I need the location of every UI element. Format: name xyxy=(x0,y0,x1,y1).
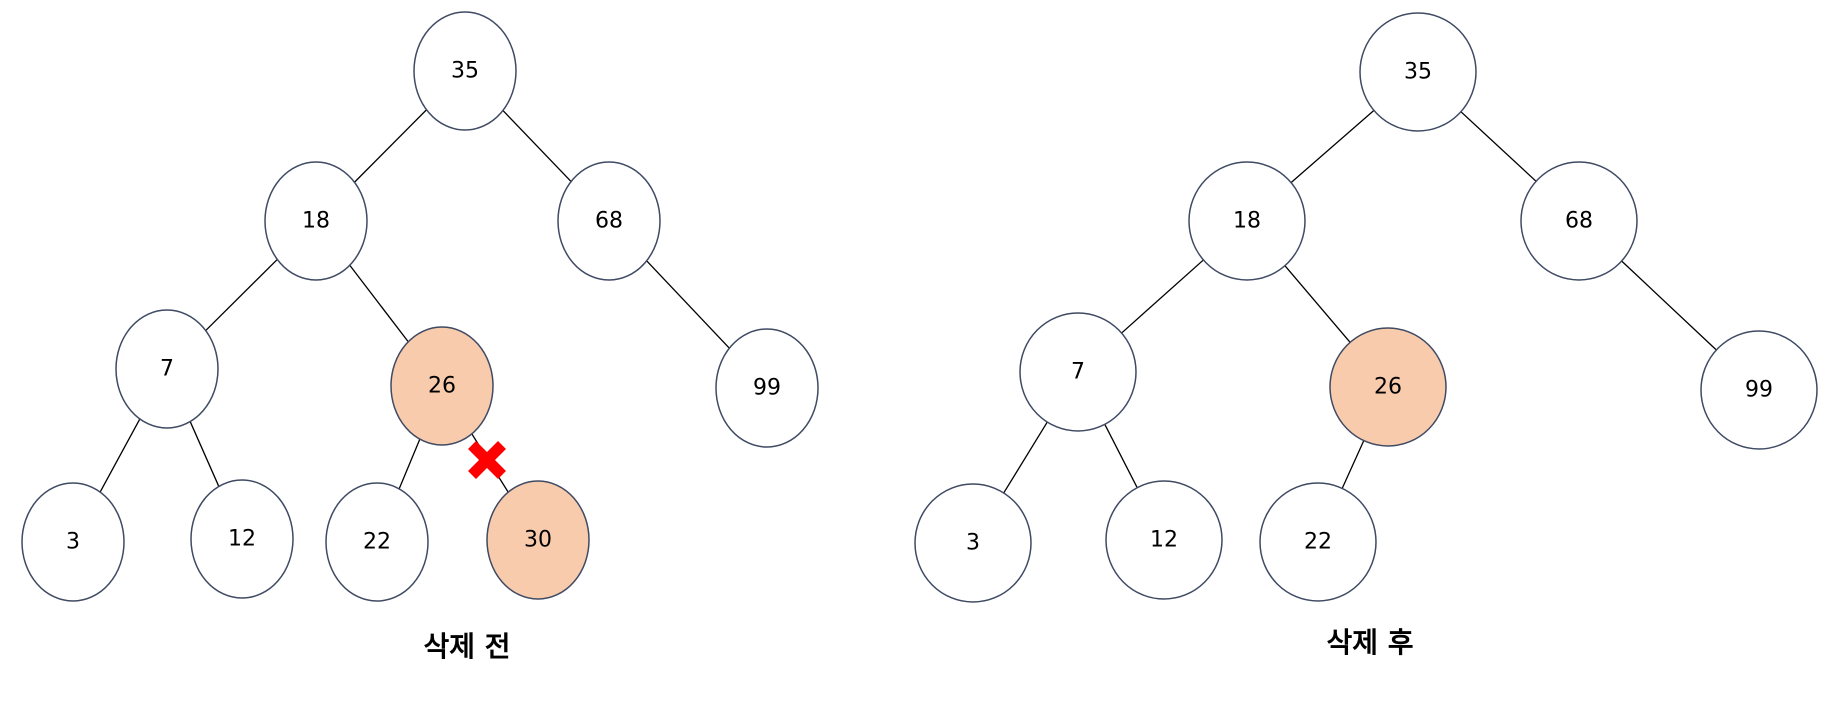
after-node-label: 18 xyxy=(1233,209,1261,234)
after-node-circle xyxy=(1188,161,1306,281)
before-node-3: 3 xyxy=(21,482,125,602)
before-edge-7-3 xyxy=(99,418,141,493)
before-nodes: 35 18 68 7 26 99 3 12 22 30 xyxy=(21,11,819,602)
before-node-68: 68 xyxy=(557,161,661,281)
after-edge-35-18 xyxy=(1290,109,1375,184)
before-node-circle xyxy=(325,482,429,602)
after-node-circle xyxy=(1329,327,1447,447)
before-node-label: 7 xyxy=(160,357,174,382)
after-node-circle xyxy=(1105,480,1223,600)
after-node-circle xyxy=(914,483,1032,603)
before-edge-68-99 xyxy=(646,260,730,349)
after-node-68: 68 xyxy=(1520,161,1638,281)
before-node-circle xyxy=(115,309,219,429)
before-node-label: 12 xyxy=(228,527,256,552)
before-node-22: 22 xyxy=(325,482,429,602)
before-node-label: 35 xyxy=(451,59,479,84)
after-caption: 삭제 후 xyxy=(1326,626,1413,659)
before-node-circle xyxy=(190,479,294,599)
x-mark-stroke xyxy=(468,441,506,479)
after-node-label: 26 xyxy=(1374,375,1402,400)
before-node-7: 7 xyxy=(115,309,219,429)
before-node-label: 22 xyxy=(363,530,391,555)
before-edge-35-68 xyxy=(502,110,572,182)
after-edges xyxy=(1003,109,1717,494)
after-node-label: 68 xyxy=(1565,209,1593,234)
before-node-30: 30 xyxy=(486,480,590,600)
before-node-26: 26 xyxy=(390,326,494,446)
before-edge-18-7 xyxy=(205,258,278,332)
after-node-label: 99 xyxy=(1745,378,1773,403)
before-edge-18-26 xyxy=(349,264,409,343)
after-edge-18-26 xyxy=(1284,265,1351,343)
after-node-26: 26 xyxy=(1329,327,1447,447)
before-node-label: 68 xyxy=(595,209,623,234)
before-node-label: 26 xyxy=(428,374,456,399)
after-node-18: 18 xyxy=(1188,161,1306,281)
after-node-label: 12 xyxy=(1150,528,1178,553)
before-edge-26-22 xyxy=(398,438,421,490)
after-node-circle xyxy=(1019,312,1137,432)
after-node-35: 35 xyxy=(1359,12,1477,132)
after-node-label: 22 xyxy=(1304,530,1332,555)
after-node-label: 3 xyxy=(966,531,980,556)
after-edge-7-3 xyxy=(1003,421,1048,494)
after-node-label: 35 xyxy=(1404,60,1432,85)
before-deletion-tree: 35 18 68 7 26 99 3 12 22 30 삭제 전 xyxy=(21,11,819,663)
before-node-circle xyxy=(715,328,819,448)
before-node-circle xyxy=(486,480,590,600)
after-node-7: 7 xyxy=(1019,312,1137,432)
before-caption: 삭제 전 xyxy=(423,630,510,663)
before-edge-7-12 xyxy=(189,421,220,487)
before-node-circle xyxy=(21,482,125,602)
after-node-12: 12 xyxy=(1105,480,1223,600)
before-edge-35-18 xyxy=(354,109,427,183)
before-node-circle xyxy=(264,161,368,281)
before-node-18: 18 xyxy=(264,161,368,281)
after-node-circle xyxy=(1259,482,1377,602)
before-node-label: 3 xyxy=(66,530,80,555)
before-node-label: 30 xyxy=(524,528,552,553)
after-edge-35-68 xyxy=(1460,111,1537,182)
before-node-circle xyxy=(390,326,494,446)
before-node-12: 12 xyxy=(190,479,294,599)
after-node-label: 7 xyxy=(1071,360,1085,385)
after-node-circle xyxy=(1700,330,1818,450)
before-node-35: 35 xyxy=(413,11,517,131)
after-deletion-tree: 35 18 68 7 26 99 3 12 22 삭제 후 xyxy=(914,12,1818,659)
after-node-99: 99 xyxy=(1700,330,1818,450)
before-node-label: 99 xyxy=(753,376,781,401)
before-node-label: 18 xyxy=(302,209,330,234)
after-edge-7-12 xyxy=(1104,424,1138,488)
x-mark-icon xyxy=(468,441,506,479)
after-node-22: 22 xyxy=(1259,482,1377,602)
after-node-circle xyxy=(1359,12,1477,132)
before-node-99: 99 xyxy=(715,328,819,448)
after-node-3: 3 xyxy=(914,483,1032,603)
after-edge-68-99 xyxy=(1621,260,1717,351)
after-nodes: 35 18 68 7 26 99 3 12 22 xyxy=(914,12,1818,603)
before-node-circle xyxy=(557,161,661,281)
after-edge-26-22 xyxy=(1341,440,1365,489)
after-node-circle xyxy=(1520,161,1638,281)
before-node-circle xyxy=(413,11,517,131)
after-edge-18-7 xyxy=(1121,259,1204,334)
